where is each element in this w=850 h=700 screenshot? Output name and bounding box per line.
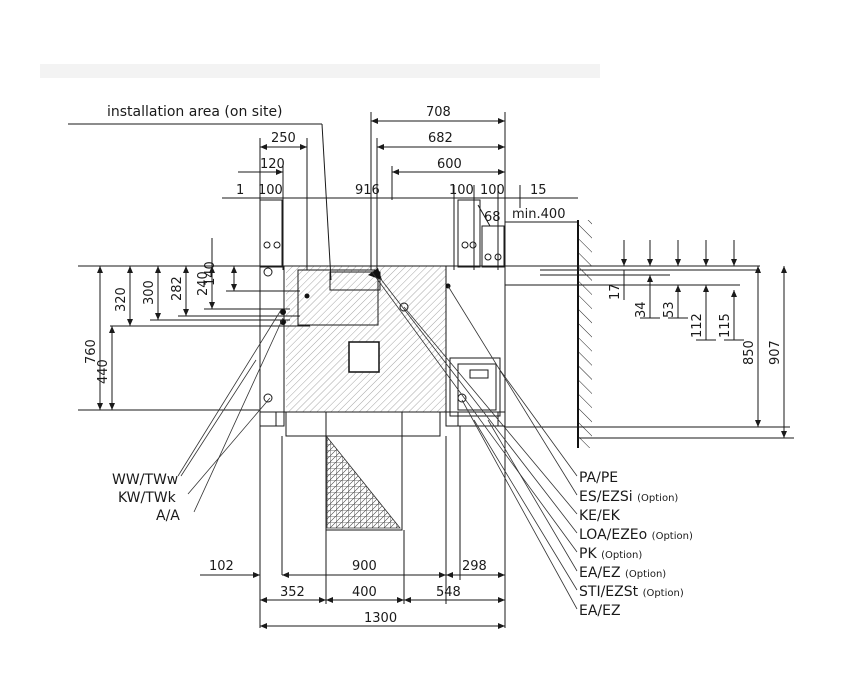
dim-600: 600 — [437, 157, 462, 172]
label-loa-ezeo: LOA/EZEo (Option) — [579, 527, 693, 543]
dim-112: 112 — [690, 313, 705, 338]
dim-102: 102 — [209, 559, 234, 574]
dim-15: 15 — [530, 183, 547, 198]
label-ke-ek: KE/EK — [579, 508, 621, 524]
label-es-ezsi: ES/EZSi (Option) — [579, 489, 678, 505]
left-dimensions: 320 300 282 240 140 760 440 — [84, 238, 310, 410]
label-ea-ez-option: EA/EZ (Option) — [579, 565, 666, 581]
top-dimensions: 708 682 600 250 120 1 100 916 100 100 15… — [222, 105, 578, 270]
dim-548: 548 — [436, 585, 461, 600]
dim-440: 440 — [96, 359, 111, 384]
dim-320: 320 — [114, 287, 129, 312]
dim-708: 708 — [426, 105, 451, 120]
bottom-dimensions: 102 900 298 352 400 548 1300 — [200, 559, 505, 629]
dim-916: 916 — [355, 183, 380, 198]
dim-140: 140 — [203, 261, 218, 286]
dim-1300: 1300 — [364, 611, 397, 626]
center-square — [348, 341, 380, 373]
label-kw-twk: KW/TWk — [118, 490, 177, 506]
dim-900: 900 — [352, 559, 377, 574]
right-callouts: PA/PE ES/EZSi (Option) KE/EK LOA/EZEo (O… — [371, 271, 693, 619]
dim-850: 850 — [742, 340, 757, 365]
machine-plan — [259, 199, 506, 531]
dim-100-left: 100 — [258, 183, 283, 198]
label-ea-ez: EA/EZ — [579, 603, 621, 619]
dim-53: 53 — [662, 301, 677, 318]
dim-907: 907 — [768, 340, 783, 365]
dim-68: 68 — [484, 210, 501, 225]
label-pk: PK (Option) — [579, 546, 642, 562]
dim-250: 250 — [271, 131, 296, 146]
dim-300: 300 — [142, 280, 157, 305]
dim-1: 1 — [236, 183, 244, 198]
dim-17: 17 — [608, 283, 623, 300]
label-ww-tww: WW/TWw — [112, 472, 178, 488]
wall-hatch — [578, 220, 592, 448]
dim-120: 120 — [260, 157, 285, 172]
dim-100-right: 100 — [480, 183, 505, 198]
door-swing-triangle — [326, 435, 401, 529]
dim-34: 34 — [634, 301, 649, 318]
label-sti-ezst: STI/EZSt (Option) — [579, 584, 684, 600]
dim-298: 298 — [462, 559, 487, 574]
dim-115: 115 — [718, 313, 733, 338]
label-a-a: A/A — [156, 508, 180, 524]
label-pa-pe: PA/PE — [579, 470, 618, 486]
faded-header-band — [40, 64, 600, 78]
dim-760: 760 — [84, 339, 99, 364]
dim-240: 240 — [196, 271, 211, 296]
installation-area-label: installation area (on site) — [107, 104, 283, 120]
dim-100-mid: 100 — [449, 183, 474, 198]
right-dimensions: 17 34 53 112 115 850 907 — [578, 240, 794, 439]
dim-min400: min.400 — [512, 207, 565, 222]
dim-352: 352 — [280, 585, 305, 600]
left-callouts: WW/TWw KW/TWk A/A — [112, 309, 284, 524]
dim-400: 400 — [352, 585, 377, 600]
dim-682: 682 — [428, 131, 453, 146]
dim-282: 282 — [170, 276, 185, 301]
